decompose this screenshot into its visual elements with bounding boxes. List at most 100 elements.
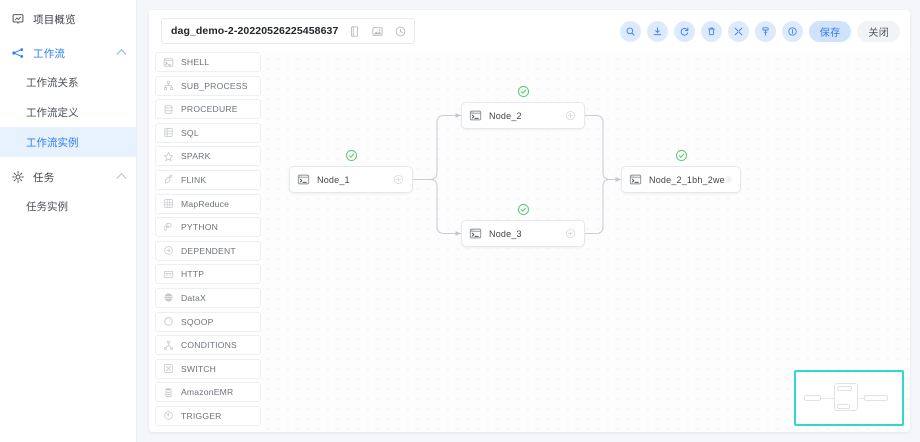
task-type-label: FLINK <box>181 174 207 185</box>
task-type-label: SUB_PROCESS <box>181 80 248 91</box>
flink-icon <box>164 175 173 185</box>
task-type-spark[interactable]: SPARK <box>155 146 261 167</box>
task-type-label: HTTP <box>181 269 205 280</box>
info-icon[interactable] <box>781 20 803 42</box>
task-type-label: AmazonEMR <box>181 387 234 398</box>
minimap-node <box>804 395 821 401</box>
task-type-http[interactable]: HTTP <box>155 264 261 285</box>
sidebar-item-1-1[interactable]: 工作流定义 <box>26 106 79 119</box>
dag-edges <box>413 113 622 236</box>
sidebar-group-label: 工作流 <box>33 47 66 60</box>
node-status-badge-success <box>517 85 530 98</box>
main-area: dag_demo-2-20220526225458637 <box>137 0 920 442</box>
task-type-label: SWITCH <box>181 363 217 374</box>
sidebar-group-2[interactable]: 任务 <box>0 163 136 191</box>
minimap-node <box>864 395 888 401</box>
datax-icon <box>164 293 173 302</box>
spark-icon <box>163 151 174 162</box>
task-type-label: PROCEDURE <box>181 104 238 115</box>
sql-icon <box>164 128 173 138</box>
task-type-mapreduce[interactable]: MapReduce <box>155 193 261 214</box>
sidebar-item-1-0[interactable]: 工作流关系 <box>26 76 79 89</box>
task-type-sqoop[interactable]: SQOOP <box>155 311 261 332</box>
task-type-label: PYTHON <box>181 222 219 233</box>
close-button[interactable]: 关闭 <box>857 20 900 42</box>
dag-node-label: Node_2_1bh_2we <box>649 174 725 185</box>
task-type-sub_process[interactable]: SUB_PROCESS <box>155 75 261 96</box>
task-type-shell[interactable]: SHELL <box>155 52 261 72</box>
delete-icon[interactable] <box>700 20 722 42</box>
chevron-up-icon[interactable] <box>116 49 127 59</box>
database-icon <box>164 104 173 114</box>
task-type-procedure[interactable]: PROCEDURE <box>155 99 261 120</box>
gear-icon <box>12 171 24 183</box>
dag-node-label: Node_3 <box>489 228 522 239</box>
chevron-up-icon[interactable] <box>116 173 127 183</box>
minimap-edge <box>858 398 865 399</box>
download-icon[interactable] <box>646 20 668 42</box>
add-downstream-icon[interactable] <box>393 174 404 185</box>
copy-icon[interactable] <box>348 25 361 38</box>
node-status-badge-success <box>517 203 530 216</box>
sidebar-item-1-2[interactable]: 工作流实例 <box>0 127 136 157</box>
task-type-sql[interactable]: SQL <box>155 122 261 143</box>
add-downstream-icon[interactable] <box>565 110 576 121</box>
task-type-label: SQOOP <box>181 316 214 327</box>
circle-icon <box>164 317 173 326</box>
task-type-label: SHELL <box>181 57 210 67</box>
sidebar-group-1[interactable]: 工作流 <box>0 39 136 67</box>
export-image-icon[interactable] <box>371 25 384 38</box>
editor-header: dag_demo-2-20220526225458637 <box>149 10 910 52</box>
refresh-icon[interactable] <box>673 20 695 42</box>
dag-node[interactable]: Node_3 <box>461 220 585 247</box>
editor-toolbar: 保存 关闭 <box>619 20 900 42</box>
dag-edge[interactable] <box>585 114 622 182</box>
grid-icon <box>164 199 173 208</box>
search-icon[interactable] <box>619 20 641 42</box>
conditions-icon <box>163 340 174 350</box>
sidebar-item-2-0[interactable]: 任务实例 <box>26 200 68 213</box>
task-type-python[interactable]: PYTHON <box>155 217 261 238</box>
dag-name-text: dag_demo-2-20220526225458637 <box>171 25 339 37</box>
dag-name-box[interactable]: dag_demo-2-20220526225458637 <box>161 18 416 44</box>
dag-node[interactable]: Node_2_1bh_2we <box>621 166 741 193</box>
task-type-flink[interactable]: FLINK <box>155 169 261 190</box>
fullscreen-icon[interactable] <box>727 20 749 42</box>
save-button[interactable]: 保存 <box>808 20 852 42</box>
add-downstream-icon[interactable] <box>565 228 576 239</box>
dag-node[interactable]: Node_1 <box>289 166 413 193</box>
task-type-datax[interactable]: DataX <box>155 287 261 308</box>
task-type-label: CONDITIONS <box>181 340 237 351</box>
task-type-palette: SHELL SUB_PROCESS PROCEDURE SQL SPARK FLINK Ma… <box>149 52 261 432</box>
minimap-edge <box>821 398 835 399</box>
clock-icon[interactable] <box>394 25 407 38</box>
switch-icon <box>164 364 173 374</box>
dag-edge[interactable] <box>413 178 462 236</box>
task-type-label: SPARK <box>181 151 211 162</box>
add-downstream-icon[interactable] <box>725 174 732 185</box>
task-type-label: TRIGGER <box>181 410 222 421</box>
task-type-switch[interactable]: SWITCH <box>155 358 261 379</box>
dag-node[interactable]: Node_2 <box>461 102 585 129</box>
dag-minimap[interactable] <box>794 370 904 426</box>
task-type-label: DataX <box>181 292 206 303</box>
format-layout-icon[interactable] <box>754 20 776 42</box>
sidebar-group-0[interactable]: 项目概览 <box>0 5 136 33</box>
http-icon <box>163 270 174 278</box>
task-type-trigger[interactable]: TRIGGER <box>155 405 261 426</box>
task-type-amazonemr[interactable]: AmazonEMR <box>155 382 261 403</box>
task-type-dependent[interactable]: DEPENDENT <box>155 240 261 261</box>
dag-edge[interactable] <box>585 177 622 235</box>
terminal-icon <box>469 228 482 239</box>
task-type-label: MapReduce <box>181 198 230 209</box>
dag-edge[interactable] <box>413 113 462 181</box>
editor-body: SHELL SUB_PROCESS PROCEDURE SQL SPARK FLINK Ma… <box>149 52 910 432</box>
dag-node-label: Node_2 <box>489 110 522 121</box>
sidebar-group-label: 项目概览 <box>33 13 76 26</box>
terminal-icon <box>629 174 642 185</box>
node-status-badge-success <box>345 149 358 162</box>
task-type-conditions[interactable]: CONDITIONS <box>155 335 261 356</box>
minimap-node <box>837 386 852 391</box>
terminal-icon <box>297 174 310 185</box>
